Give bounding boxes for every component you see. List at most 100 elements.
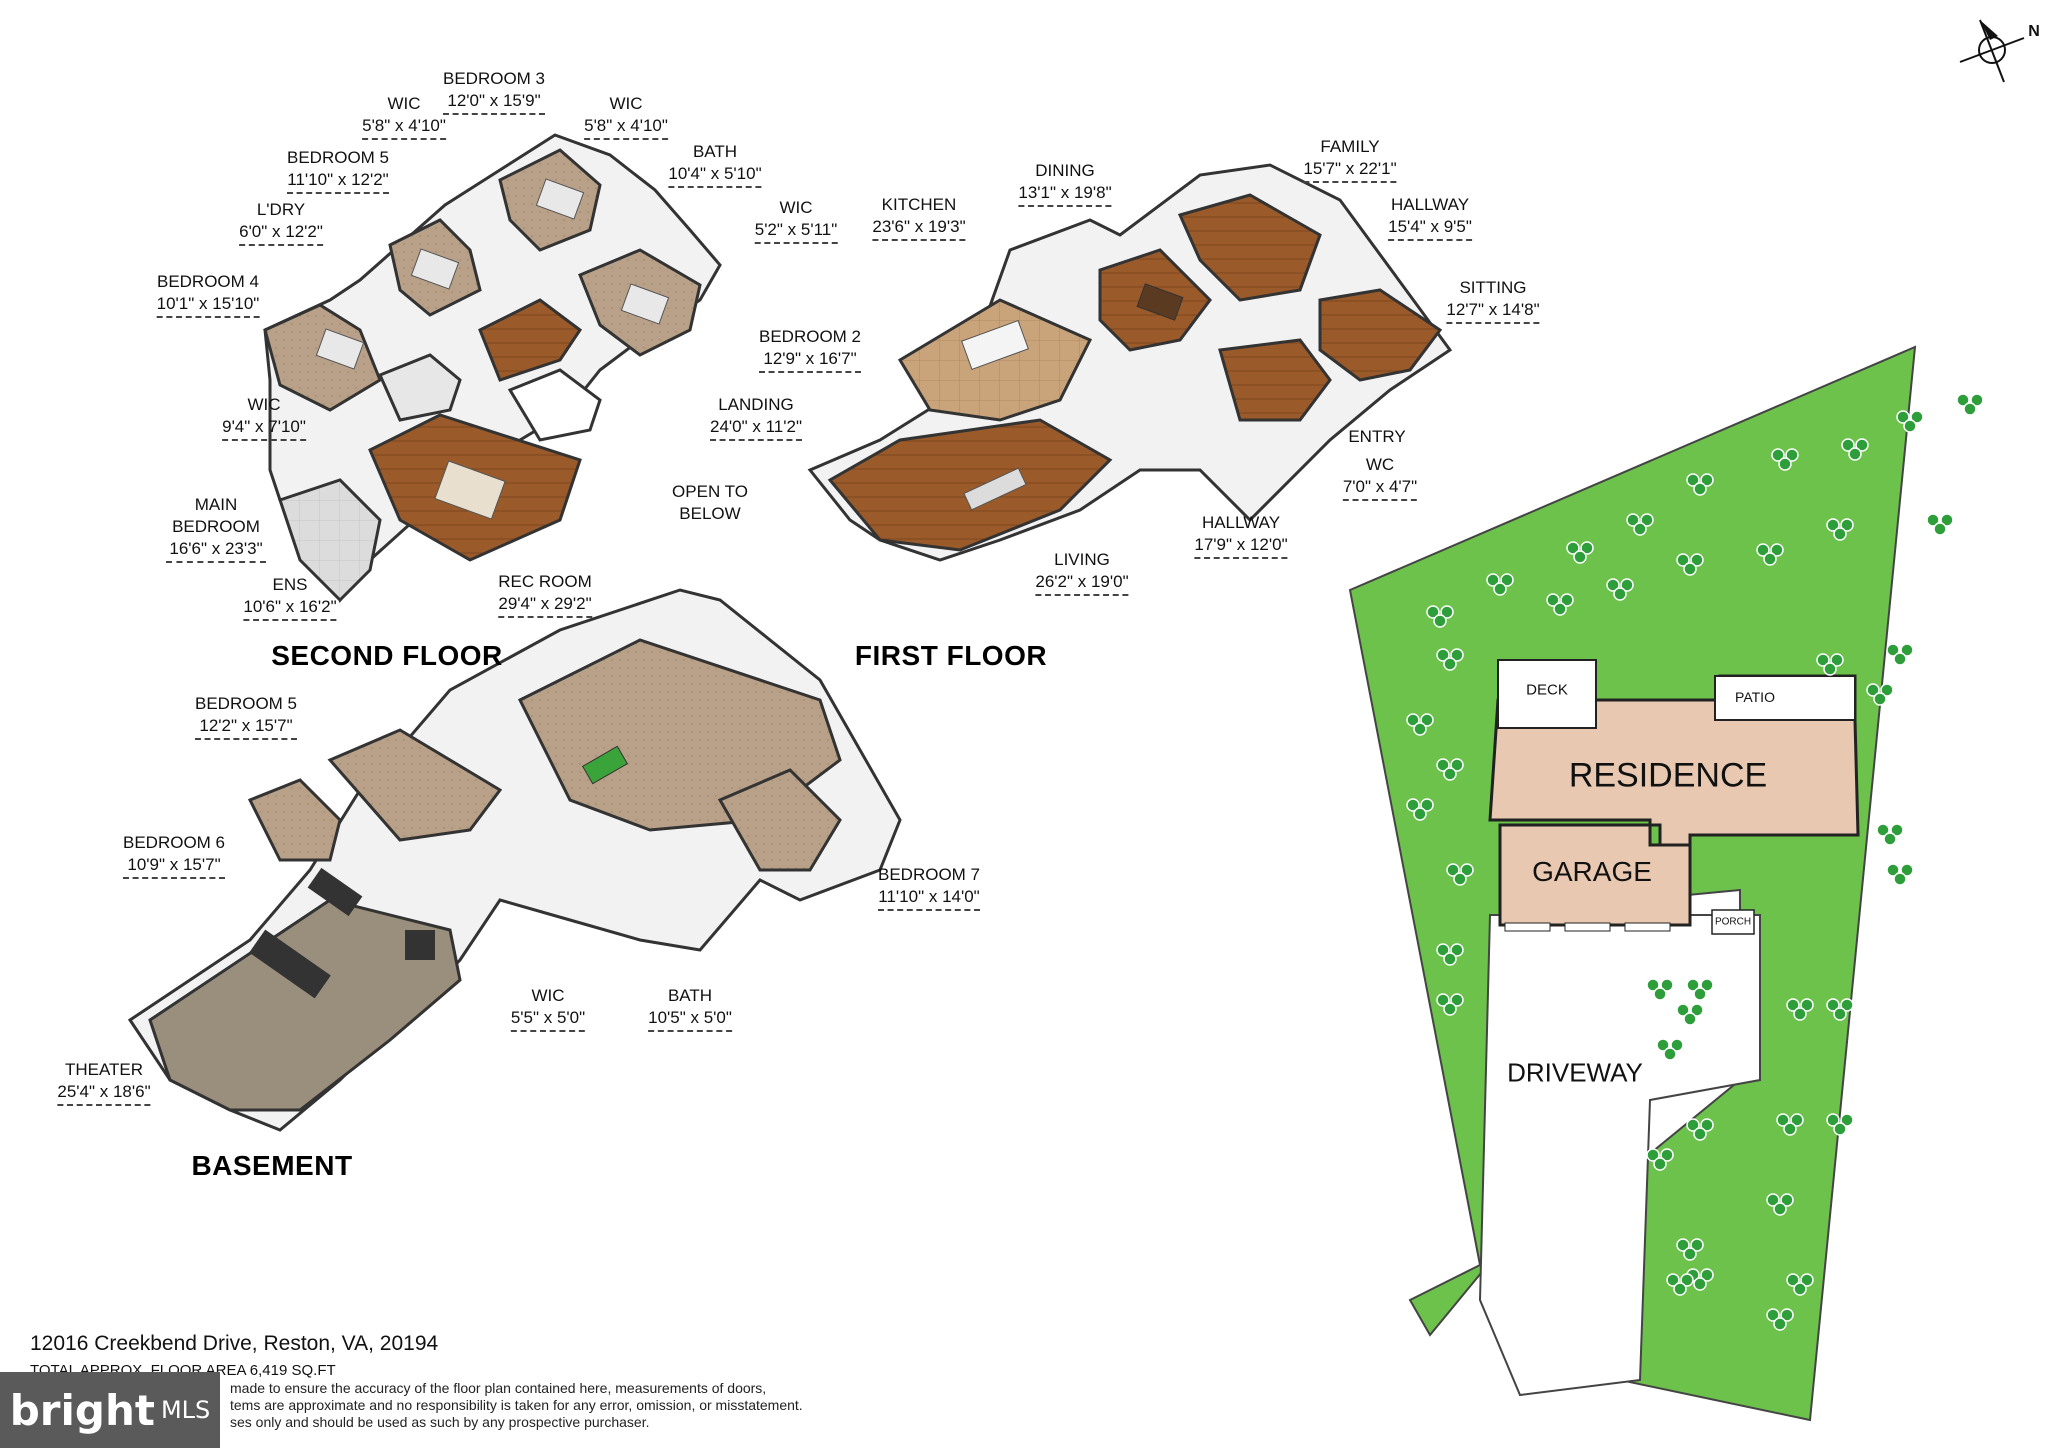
tree-icon <box>1646 978 1674 1001</box>
room-name: BATH <box>667 986 713 1005</box>
room-label: REC ROOM 29'4" x 29'2" <box>498 571 592 618</box>
room-label: SITTING 12'7" x 14'8" <box>1446 277 1540 324</box>
tree-icon <box>1446 863 1474 886</box>
room-dimensions: 9'4" x 7'10" <box>222 416 306 441</box>
tree-icon <box>1566 541 1594 564</box>
tree-icon <box>1676 553 1704 576</box>
tree-icon <box>1786 998 1814 1021</box>
room-dimensions: 26'2" x 19'0" <box>1035 571 1129 596</box>
north-label: N <box>2028 23 2040 40</box>
room-name: THEATER <box>64 1060 144 1079</box>
room-dimensions: 5'5" x 5'0" <box>510 1007 586 1032</box>
tree-icon <box>1826 998 1854 1021</box>
tree-icon <box>1766 1193 1794 1216</box>
room-name: L'DRY <box>256 200 306 219</box>
room-dimensions: 5'2" x 5'11" <box>754 219 838 244</box>
second-floor-plan <box>263 133 722 603</box>
room-name: BATH <box>692 142 738 161</box>
room-name: SITTING <box>1459 278 1527 297</box>
room-label: BATH 10'4" x 5'10" <box>668 141 762 188</box>
site-plan <box>1348 345 1917 1422</box>
room-dimensions: 16'6" x 23'3" <box>166 538 266 563</box>
room-dimensions: 17'9" x 12'0" <box>1194 534 1288 559</box>
room-label: WIC 5'8" x 4'10" <box>362 93 446 140</box>
room-dimensions: 10'4" x 5'10" <box>668 163 762 188</box>
room-name: LANDING <box>718 395 794 414</box>
room-name: LIVING <box>1054 550 1110 569</box>
north-arrow-icon <box>1959 19 2025 83</box>
tree-icon <box>1676 1003 1704 1026</box>
first-floor-title: FIRST FLOOR <box>854 640 1048 671</box>
tree-icon <box>1756 543 1784 566</box>
room-dimensions: 23'6" x 19'3" <box>872 216 966 241</box>
room-name: REC ROOM <box>498 572 592 591</box>
room-name: BEDROOM 5 <box>286 148 390 167</box>
room-label: BEDROOM 6 10'9" x 15'7" <box>122 832 226 879</box>
tree-icon <box>1436 993 1464 1016</box>
room-dimensions: 10'6" x 16'2" <box>243 596 337 621</box>
room-dimensions: 10'1" x 15'10" <box>156 293 260 318</box>
room-label: ENTRY <box>1348 426 1405 448</box>
room-name: BEDROOM 5 <box>194 694 298 713</box>
room-name: FAMILY <box>1320 137 1380 156</box>
room-dimensions: 29'4" x 29'2" <box>498 593 592 618</box>
room-dimensions: 12'7" x 14'8" <box>1446 299 1540 324</box>
tree-icon <box>1886 643 1914 666</box>
room-name: WIC <box>609 94 643 113</box>
room-dimensions: 5'8" x 4'10" <box>362 115 446 140</box>
room-name: KITCHEN <box>881 195 957 214</box>
tree-icon <box>1646 1148 1674 1171</box>
tree-icon <box>1436 648 1464 671</box>
room-name: BEDROOM 7 <box>877 865 981 884</box>
driveway-label: DRIVEWAY <box>1507 1057 1643 1088</box>
logo-text: bright <box>9 1385 155 1435</box>
residence-label: RESIDENCE <box>1568 756 1768 795</box>
room-dimensions: 10'9" x 15'7" <box>122 854 226 879</box>
bright-mls-logo: bright MLS <box>0 1372 220 1448</box>
trees <box>1406 393 1984 1331</box>
room-label: BEDROOM 5 12'2" x 15'7" <box>194 693 298 740</box>
room-dimensions: 15'4" x 9'5" <box>1388 216 1472 241</box>
room-name: OPEN TO BELOW <box>672 482 748 523</box>
tree-icon <box>1436 943 1464 966</box>
garage-label: GARAGE <box>1532 856 1652 887</box>
address: 12016 Creekbend Drive, Reston, VA, 20194 <box>30 1332 439 1355</box>
room-name: ENTRY <box>1348 427 1406 446</box>
room-dimensions: 12'2" x 15'7" <box>194 715 298 740</box>
room-dimensions: 10'5" x 5'0" <box>648 1007 732 1032</box>
first-floor-plan <box>807 163 1453 562</box>
room-dimensions: 24'0" x 11'2" <box>710 416 802 441</box>
room-name: WC <box>1365 455 1395 474</box>
tree-icon <box>1406 713 1434 736</box>
tree-icon <box>1666 1273 1694 1296</box>
room-name: MAIN BEDROOM <box>172 495 260 536</box>
room-label: BATH 10'5" x 5'0" <box>648 985 732 1032</box>
room-name: BEDROOM 6 <box>122 833 226 852</box>
room-dimensions: 13'1" x 19'8" <box>1018 182 1112 207</box>
tree-icon <box>1956 393 1984 416</box>
room-label: OPEN TO BELOW <box>670 481 750 525</box>
room-name: WIC <box>387 94 421 113</box>
tree-icon <box>1826 518 1854 541</box>
tree-icon <box>1406 798 1434 821</box>
room-dimensions: 7'0" x 4'7" <box>1342 476 1418 501</box>
room-name: BEDROOM 3 <box>442 69 546 88</box>
room-dimensions: 5'8" x 4'10" <box>584 115 668 140</box>
porch-label: PORCH <box>1714 916 1752 928</box>
room-label: LIVING 26'2" x 19'0" <box>1035 549 1129 596</box>
tree-icon <box>1606 578 1634 601</box>
room-name: BEDROOM 2 <box>758 327 862 346</box>
tree-icon <box>1816 653 1844 676</box>
tree-icon <box>1766 1308 1794 1331</box>
room-label: WIC 5'8" x 4'10" <box>584 93 668 140</box>
room-label: WC 7'0" x 4'7" <box>1342 454 1418 501</box>
